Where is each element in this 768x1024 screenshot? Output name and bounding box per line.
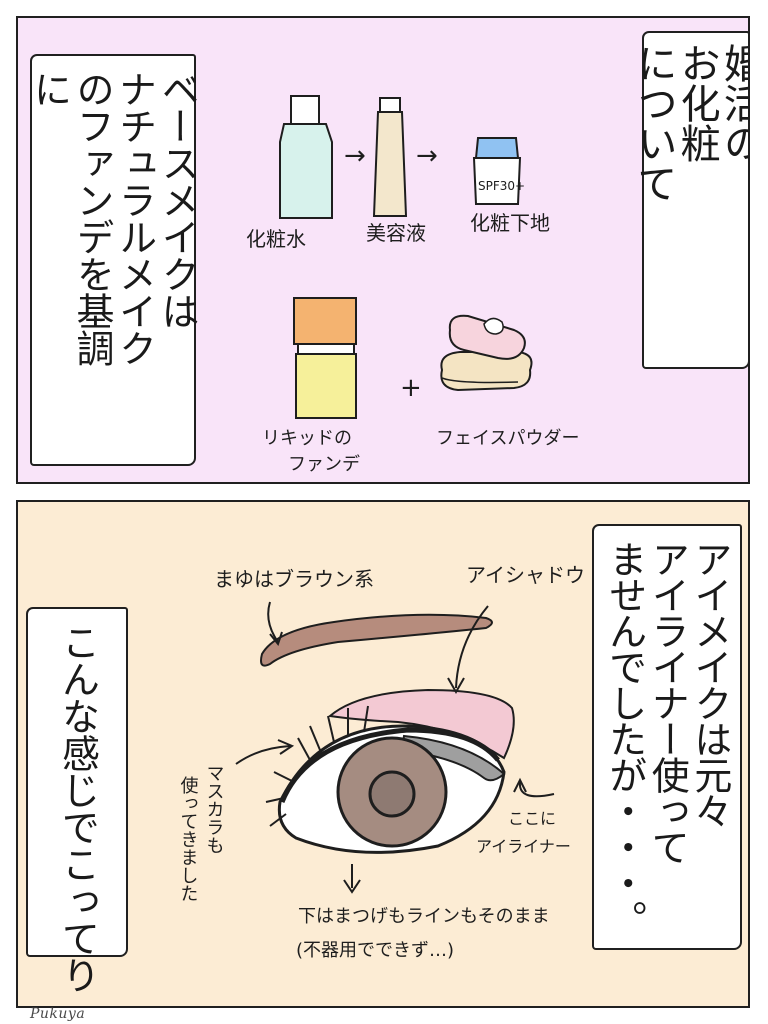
mascara-line2: 使ってきました: [178, 776, 199, 902]
serum-tube-icon: [372, 97, 408, 217]
mascara-line1: マスカラも: [204, 764, 225, 854]
foundation-label-line1: リキッドの: [262, 428, 352, 449]
title-text-box: 婚活の お化粧 について: [630, 31, 748, 369]
kottori-text-box: こんな感じでこってり: [26, 607, 128, 993]
lower-note-line1: 下はまつげもラインもそのまま: [298, 906, 550, 927]
arrow-1: →: [344, 141, 366, 171]
primer-bottle-icon: SPF30+: [472, 137, 525, 205]
serum-label: 美容液: [366, 221, 426, 245]
kottori-text: こんな感じでこってり: [55, 623, 100, 993]
plus-sign: +: [400, 373, 422, 403]
eyeliner-note-line2: アイライナー: [476, 837, 571, 856]
powder-label: フェイスパウダー: [436, 428, 579, 449]
eye-makeup-illustration: まゆはブラウン系 アイシャドウ マスカラも 使ってきました ここに アイライナー…: [178, 563, 586, 961]
eyeshadow-shape: [327, 688, 515, 760]
base-makeup-text-box: ベースメイクは ナチュラルメイク のファンデを基調 に: [27, 54, 200, 466]
eyebrow-note: まゆはブラウン系: [214, 567, 374, 591]
eyeliner-note-line1: ここに: [508, 809, 556, 828]
lotion-label: 化粧水: [246, 227, 306, 251]
pupil: [368, 770, 416, 818]
lower-note-line2: (不器用でできず…): [296, 940, 454, 961]
title-text: 婚活の お化粧 について: [630, 43, 750, 203]
primer-label: 化粧下地: [470, 211, 550, 235]
artist-signature: Pukuya: [30, 1006, 86, 1022]
skincare-products-illustration: → → SPF30+ 化粧水 美容液 化粧下地 +: [246, 95, 579, 475]
base-makeup-text: ベースメイクは ナチュラルメイク のファンデを基調 に: [27, 70, 200, 366]
top-panel: → → SPF30+ 化粧水 美容液 化粧下地 +: [16, 16, 750, 484]
eye-makeup-text: アイメイクは元々 アイライナー使って ませんでしたが・・・。: [602, 540, 732, 936]
primer-spf-text: SPF30+: [478, 179, 525, 193]
eyeliner-shape: [400, 734, 506, 782]
face-powder-icon: [440, 314, 533, 392]
eyelashes: [265, 705, 369, 827]
annotation-arrows: [235, 601, 555, 894]
eyebrow-shape: [260, 613, 493, 667]
eye-makeup-text-box: アイメイクは元々 アイライナー使って ませんでしたが・・・。: [592, 524, 742, 950]
eyeshadow-note: アイシャドウ: [466, 563, 585, 587]
bottom-panel: まゆはブラウン系 アイシャドウ マスカラも 使ってきました ここに アイライナー…: [16, 500, 750, 1008]
lotion-bottle-icon: [279, 95, 333, 219]
foundation-label-line2: ファンデ: [288, 454, 360, 475]
liquid-foundation-icon: [293, 297, 357, 419]
arrow-2: →: [416, 141, 438, 171]
